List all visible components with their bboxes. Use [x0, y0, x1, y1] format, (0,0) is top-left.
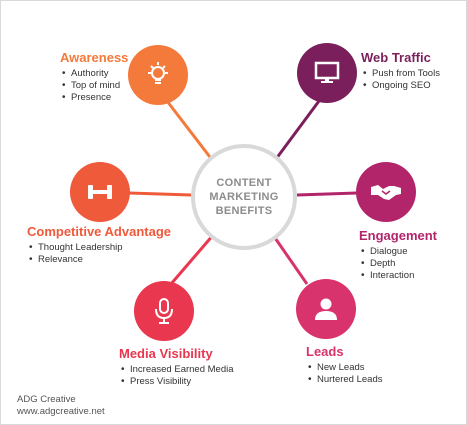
connector-web-traffic	[274, 100, 321, 160]
hub-line-3: BENEFITS	[215, 205, 273, 217]
monitor-icon	[314, 61, 340, 83]
leads-node	[296, 279, 356, 339]
connector-engagement	[296, 191, 358, 197]
list-item: Push from Tools	[361, 68, 440, 80]
web-traffic-node	[297, 43, 357, 103]
list-item: Increased Earned Media	[119, 364, 234, 376]
media-visibility-node	[134, 281, 194, 341]
list-item: Relevance	[27, 254, 171, 266]
engagement-node	[356, 162, 416, 222]
microphone-icon	[155, 298, 173, 324]
person-icon	[315, 298, 337, 320]
awareness-list: Authority Top of mind Presence	[60, 68, 128, 104]
list-item: Interaction	[359, 270, 437, 282]
leads-list: New Leads Nurtered Leads	[306, 362, 382, 386]
list-item: Top of mind	[60, 80, 128, 92]
connector-leads	[271, 234, 309, 285]
media-visibility-title: Media Visibility	[119, 346, 213, 361]
engagement-label: Engagement Dialogue Depth Interaction	[359, 228, 437, 282]
connector-media-visibility	[169, 233, 216, 285]
list-item: Ongoing SEO	[361, 80, 440, 92]
engagement-list: Dialogue Depth Interaction	[359, 246, 437, 282]
list-item: Authority	[60, 68, 128, 80]
list-item: Dialogue	[359, 246, 437, 258]
web-traffic-title: Web Traffic	[361, 50, 431, 65]
awareness-label: Awareness Authority Top of mind Presence	[60, 50, 128, 104]
dumbbell-icon	[88, 185, 112, 199]
handshake-icon	[371, 185, 401, 200]
competitive-advantage-list: Thought Leadership Relevance	[27, 242, 171, 266]
list-item: Nurtered Leads	[306, 374, 382, 386]
competitive-advantage-node	[70, 162, 130, 222]
competitive-advantage-label: Competitive Advantage Thought Leadership…	[27, 224, 171, 266]
competitive-advantage-title: Competitive Advantage	[27, 224, 171, 239]
media-visibility-list: Increased Earned Media Press Visibility	[119, 364, 234, 388]
connector-competitive-advantage	[128, 191, 192, 197]
engagement-title: Engagement	[359, 228, 438, 243]
media-visibility-label: Media Visibility Increased Earned Media …	[119, 346, 234, 388]
footer-website: www.adgcreative.net	[17, 406, 105, 417]
connector-awareness	[165, 100, 215, 162]
list-item: Presence	[60, 92, 128, 104]
footer-credit: ADG Creative www.adgcreative.net	[17, 394, 105, 418]
list-item: New Leads	[306, 362, 382, 374]
list-item: Thought Leadership	[27, 242, 171, 254]
hub-line-1: CONTENT	[216, 177, 272, 189]
footer-company: ADG Creative	[17, 394, 76, 405]
leads-title: Leads	[306, 344, 344, 359]
hub-line-2: MARKETING	[209, 191, 279, 203]
awareness-node	[128, 45, 188, 105]
web-traffic-list: Push from Tools Ongoing SEO	[361, 68, 440, 92]
leads-label: Leads New Leads Nurtered Leads	[306, 344, 382, 386]
center-hub: CONTENT MARKETING BENEFITS	[191, 144, 297, 250]
list-item: Depth	[359, 258, 437, 270]
web-traffic-label: Web Traffic Push from Tools Ongoing SEO	[361, 50, 440, 92]
light-bulb-icon	[148, 62, 168, 84]
list-item: Press Visibility	[119, 376, 234, 388]
awareness-title: Awareness	[60, 50, 129, 65]
